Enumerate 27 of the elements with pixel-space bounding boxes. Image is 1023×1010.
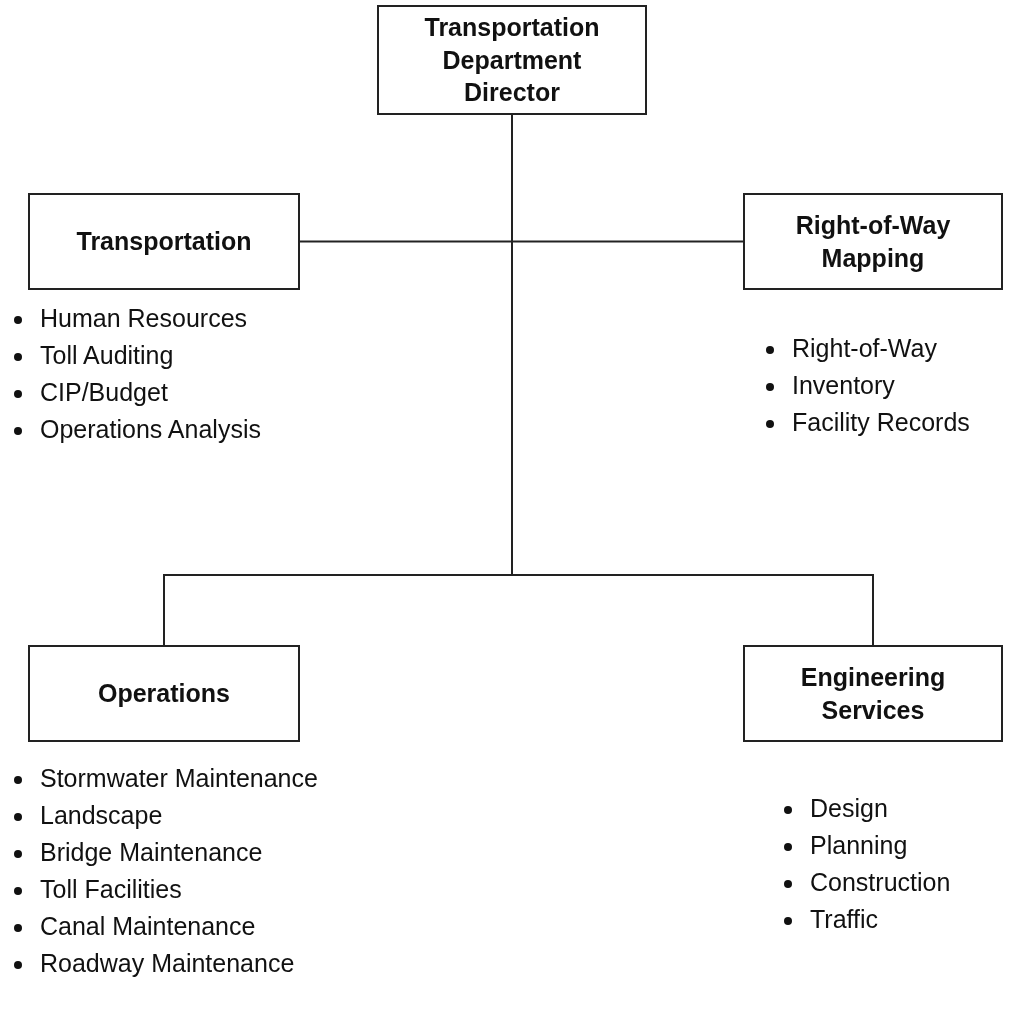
- bullet-item: CIP/Budget: [40, 378, 168, 406]
- bullet-item: Facility Records: [792, 408, 970, 436]
- bullet-item: Human Resources: [40, 304, 248, 332]
- bullet-item: Toll Auditing: [40, 341, 174, 369]
- bullet-item: Roadway Maintenance: [40, 949, 295, 977]
- org-box: [743, 645, 1003, 742]
- bullet-item: Planning: [810, 831, 908, 859]
- org-box: [743, 193, 1003, 290]
- box-title: Engineering Services: [799, 662, 947, 726]
- org-box: [28, 193, 300, 290]
- bullet-item: Design: [810, 794, 888, 822]
- bullet-item: Bridge Maintenance: [40, 838, 263, 866]
- org-box: [377, 5, 647, 115]
- bullet-item: Construction: [810, 868, 951, 896]
- bullet-item: Right-of-Way: [792, 334, 937, 362]
- bullet-item: Toll Facilities: [40, 875, 182, 903]
- box-title: Transportation Department Director: [423, 12, 601, 109]
- bullet-item: Stormwater Maintenance: [40, 764, 318, 792]
- bullet-item: Inventory: [792, 371, 895, 399]
- bullet-item: Traffic: [810, 905, 879, 933]
- bullet-item: Canal Maintenance: [40, 912, 256, 940]
- bullet-item: Operations Analysis: [40, 415, 261, 443]
- bullet-item: Landscape: [40, 801, 163, 829]
- box-title: Operations: [98, 678, 230, 710]
- org-box: [28, 645, 300, 742]
- box-title: Right-of-Way Mapping: [794, 210, 952, 274]
- box-title: Transportation: [76, 226, 252, 258]
